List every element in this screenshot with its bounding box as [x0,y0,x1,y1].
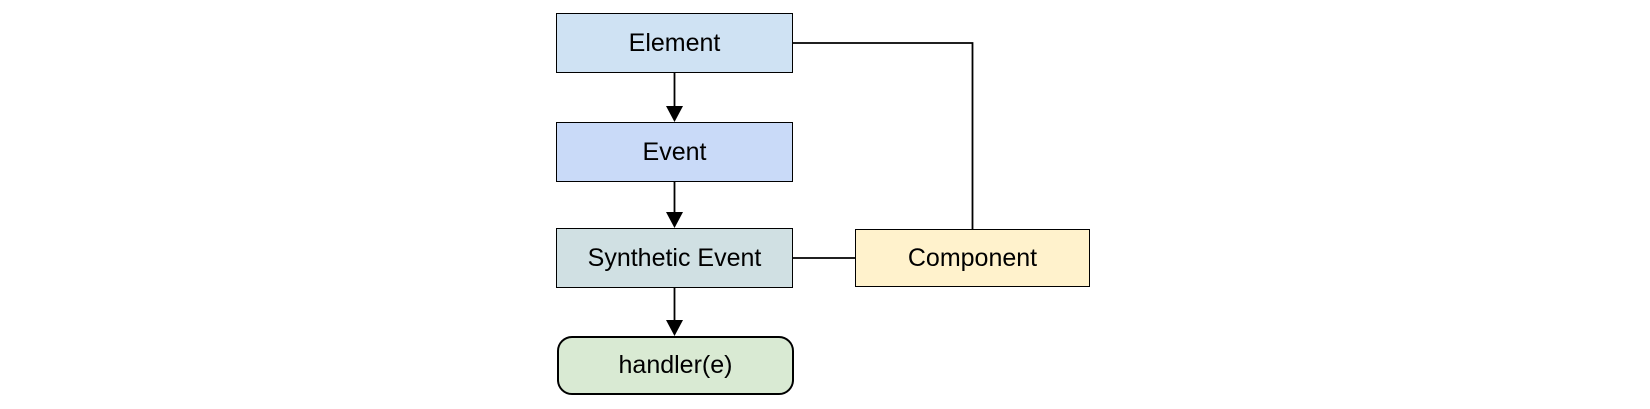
node-element: Element [556,13,793,73]
node-synthetic-event: Synthetic Event [556,228,793,288]
node-synthetic-event-label: Synthetic Event [587,243,762,272]
edge-event-to-synthetic-event [666,182,683,228]
arrowhead-icon [666,212,683,228]
node-component-label: Component [907,243,1038,272]
arrowhead-icon [666,320,683,336]
node-element-label: Element [628,28,721,57]
node-handler: handler(e) [557,336,794,395]
node-component: Component [855,229,1090,287]
node-event-label: Event [642,137,707,166]
edge-synthetic-event-to-handler [666,288,683,336]
edge-element-to-component [793,42,974,229]
node-handler-label: handler(e) [618,351,733,379]
arrowhead-icon [666,106,683,122]
node-event: Event [556,122,793,182]
edge-element-to-event [666,73,683,122]
